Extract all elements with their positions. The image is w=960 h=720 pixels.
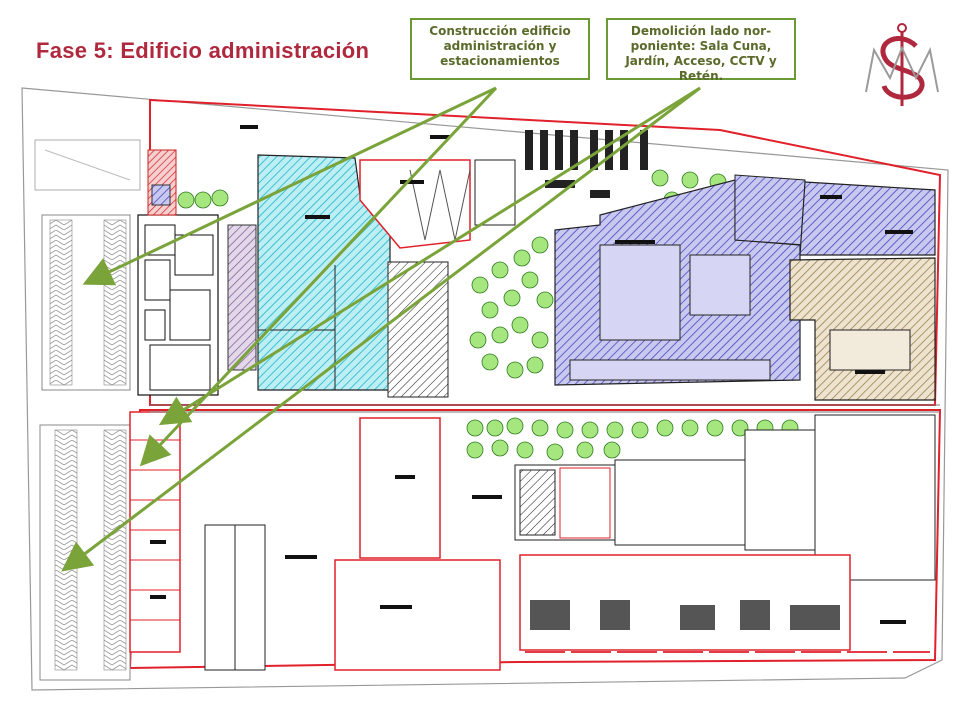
admin-building-strip [129, 411, 181, 653]
arrow-to-north-parking [82, 86, 497, 286]
blue-hatched-factory [554, 174, 806, 386]
monogram-logo-icon [865, 23, 939, 106]
tree-cluster-west [177, 189, 229, 209]
arrow-to-south-parking [61, 86, 701, 572]
parking-lot-north [41, 214, 131, 391]
north-parking-rows [525, 130, 648, 198]
callout-construction: Construcción edificio administración y e… [410, 18, 590, 80]
arrow-to-demolition-area [158, 86, 701, 426]
south-industrial-buildings [204, 414, 936, 671]
callout-demolition: Demolición lado nor-poniente: Sala Cuna,… [606, 18, 796, 83]
callout-arrows [61, 86, 701, 572]
west-building-block [137, 149, 219, 396]
black-hatched-building [387, 261, 449, 398]
room-label-marks [150, 125, 913, 624]
tree-row-south [466, 417, 799, 461]
east-hatched-blocks [789, 181, 936, 401]
parking-lot-top-left [34, 139, 141, 191]
slide-title: Fase 5: Edificio administración [36, 38, 370, 63]
